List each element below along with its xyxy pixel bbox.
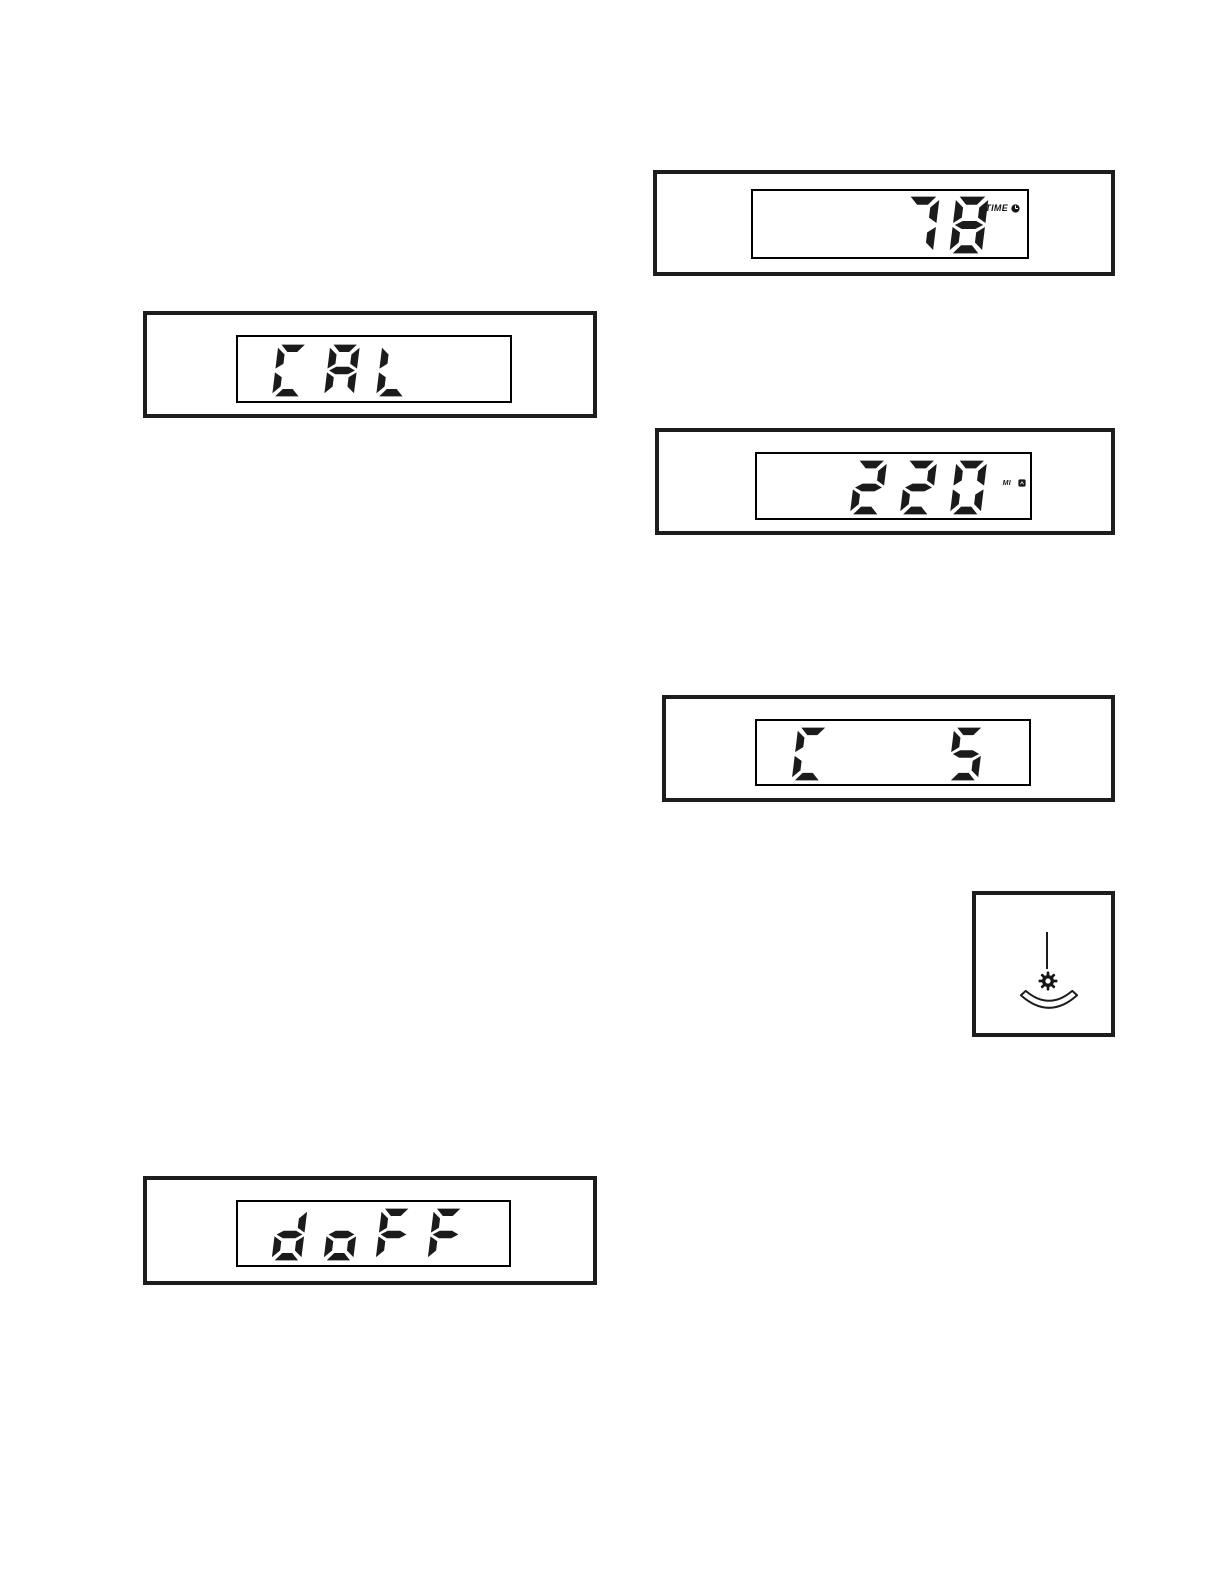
lcd-value-console-setting bbox=[791, 727, 999, 781]
lcd-screen-distance: MI bbox=[755, 452, 1032, 520]
distance-unit-group: MI bbox=[1003, 479, 1026, 487]
lcd-value-cal bbox=[270, 344, 426, 397]
distance-unit-icon bbox=[1018, 479, 1026, 487]
lcd-screen-time: TIME bbox=[751, 189, 1029, 259]
display-box-doff bbox=[143, 1176, 597, 1285]
time-unit-group: TIME bbox=[985, 204, 1020, 213]
display-box-console-setting bbox=[662, 695, 1115, 802]
swing-arc-icon bbox=[1019, 989, 1079, 1009]
gear-pendulum-diagram-box bbox=[972, 891, 1115, 1037]
lcd-value-time bbox=[900, 196, 989, 254]
hanging-wire-line bbox=[1046, 932, 1048, 969]
lcd-screen-cal bbox=[236, 335, 512, 403]
display-box-time: TIME bbox=[653, 170, 1115, 276]
display-box-cal bbox=[143, 311, 597, 418]
lcd-screen-doff bbox=[236, 1200, 511, 1267]
lcd-screen-console-setting bbox=[755, 719, 1031, 786]
mi-label: MI bbox=[1002, 479, 1011, 487]
display-box-distance: MI bbox=[655, 428, 1115, 535]
lcd-value-distance bbox=[848, 460, 989, 515]
lcd-value-doff bbox=[269, 1208, 477, 1261]
clock-icon bbox=[1011, 204, 1020, 213]
gear-icon bbox=[1038, 971, 1058, 991]
time-label: TIME bbox=[985, 203, 1008, 213]
